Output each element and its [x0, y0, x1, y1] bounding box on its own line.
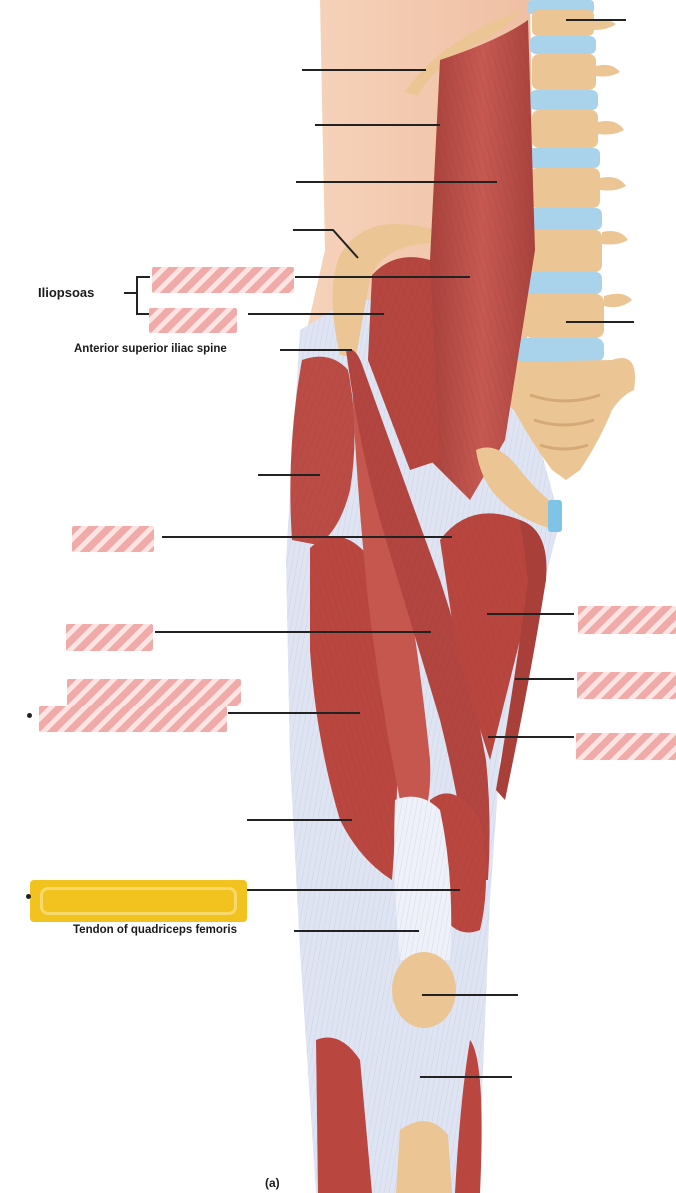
hidden-label-rectus-femoris[interactable] [66, 624, 153, 651]
hidden-label-sartorius[interactable] [72, 526, 154, 552]
iliac-crest [332, 223, 458, 358]
lower-leg-right-muscle [455, 1040, 482, 1193]
hidden-label-pectineus[interactable] [578, 606, 676, 634]
hidden-label-gracilis[interactable] [576, 733, 676, 760]
label-tendon-of-quadriceps-femoris: Tendon of quadriceps femoris [73, 924, 237, 936]
hidden-label-vastus-lateralis[interactable] [39, 706, 227, 732]
patella [392, 952, 456, 1028]
tibial-tuberosity [396, 1121, 452, 1193]
pubis [476, 447, 556, 530]
rectus-femoris [352, 380, 431, 830]
panel-letter: (a) [265, 1176, 280, 1190]
lower-leg-left-muscle [316, 1037, 372, 1193]
lumbar-spine [516, 0, 632, 362]
hidden-label-iliacus[interactable] [149, 308, 237, 333]
bullet-dot [26, 894, 31, 899]
gracilis [496, 520, 547, 800]
answer-box-inner [40, 887, 237, 915]
leader-lines [124, 19, 634, 1078]
label-iliopsoas: Iliopsoas [38, 285, 95, 300]
label-anterior-superior-iliac-spine: Anterior superior iliac spine [74, 343, 227, 355]
bullet-dot [27, 713, 32, 718]
sacrum [505, 358, 636, 480]
hidden-label-adductor-longus[interactable] [577, 672, 676, 699]
hidden-label-psoas[interactable] [152, 267, 294, 293]
hidden-label-quadriceps-group[interactable] [67, 679, 241, 706]
highlighted-answer-box[interactable] [30, 880, 247, 922]
iliac-crest-upper [405, 10, 522, 96]
